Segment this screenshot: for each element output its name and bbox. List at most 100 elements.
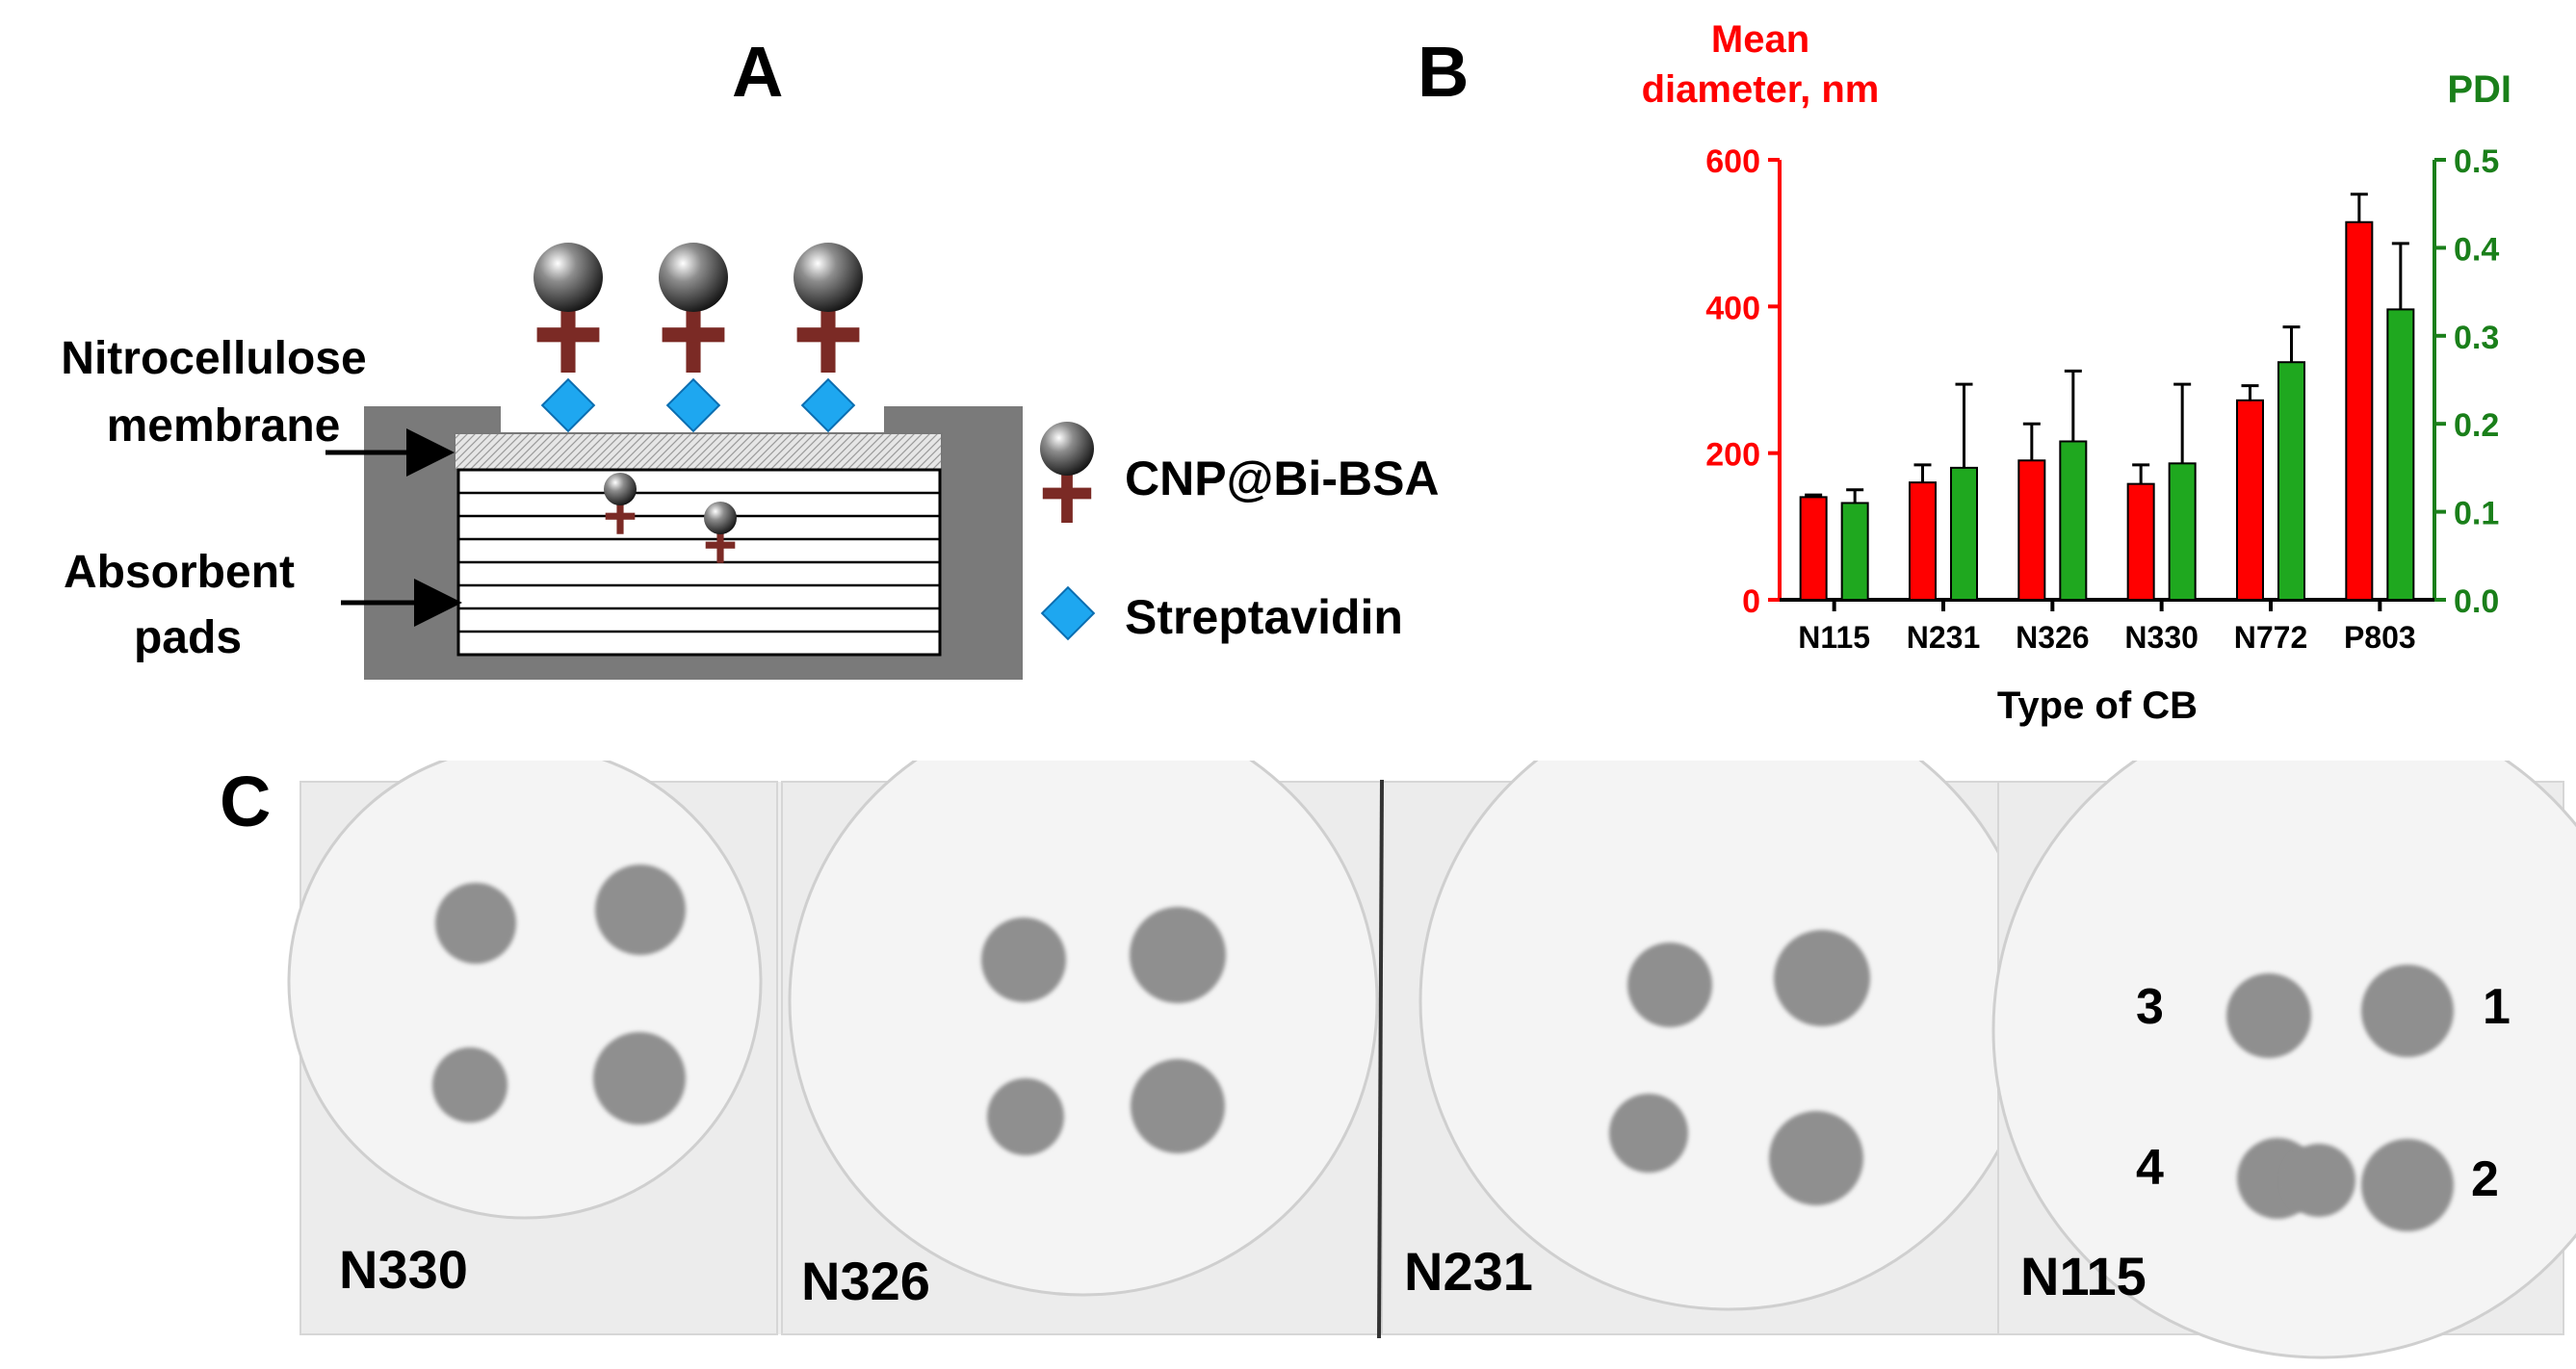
- dot-spot: [2361, 965, 2454, 1057]
- spot-number: 1: [2483, 979, 2511, 1035]
- sphere-icon: [659, 243, 728, 312]
- membrane-tile: N231: [1381, 761, 2039, 1335]
- dot-spot: [1774, 930, 1870, 1026]
- streptavidin-row: [540, 377, 856, 433]
- right-tick-label: 0.4: [2454, 231, 2499, 268]
- right-tick-label: 0.5: [2454, 143, 2499, 180]
- x-axis-title: Type of CB: [1997, 684, 2198, 727]
- left-tick-label: 400: [1705, 290, 1760, 326]
- bar-pdi: [2386, 308, 2415, 601]
- diamond-icon: [540, 377, 596, 433]
- membrane-tile: N326: [781, 761, 1383, 1335]
- conjugate-icon: [704, 502, 737, 563]
- dot-spot: [1130, 907, 1226, 1003]
- bar-mean-diameter: [2236, 399, 2264, 601]
- conjugate-icon: [1040, 422, 1094, 523]
- legend-streptavidin: Streptavidin: [1040, 585, 1403, 644]
- diamond-icon: [665, 377, 721, 433]
- left-tick-label: 600: [1705, 143, 1760, 180]
- bar-pdi: [2277, 361, 2305, 601]
- membrane-label: N326: [801, 1251, 930, 1311]
- membrane-label: N115: [2020, 1246, 2147, 1306]
- membrane-label: membrane: [107, 400, 341, 452]
- pads-label: pads: [134, 612, 242, 663]
- legend-cnp-label: CNP@Bi-BSA: [1125, 452, 1440, 505]
- sphere-icon: [604, 473, 637, 505]
- left-axis-title-line2: diameter, nm: [1642, 68, 1880, 111]
- conjugate-row: [533, 243, 863, 373]
- sphere-icon: [704, 502, 737, 534]
- category-label: N326: [2016, 620, 2090, 655]
- panel-a-letter: A: [732, 32, 784, 112]
- dot-spot: [595, 865, 686, 955]
- right-tick-label: 0.1: [2454, 496, 2499, 532]
- spot-number: 3: [2136, 979, 2164, 1035]
- sphere-icon: [1040, 422, 1094, 476]
- spot-number: 2: [2471, 1151, 2499, 1207]
- sphere-icon: [794, 243, 863, 312]
- cross-icon: [796, 327, 860, 343]
- panel-c-photo: N330 N326 N231 N115 3 1 4 2: [287, 761, 2576, 1359]
- category-label: N772: [2234, 620, 2308, 655]
- dot-spot: [2226, 973, 2311, 1058]
- diamond-icon: [800, 377, 856, 433]
- bar-mean-diameter: [1799, 496, 1828, 601]
- pad-lines: [458, 491, 940, 633]
- dot-spot: [987, 1078, 1064, 1155]
- right-tick-label: 0.0: [2454, 583, 2499, 620]
- left-tick-label: 200: [1705, 437, 1760, 474]
- membrane-label: N330: [339, 1239, 468, 1300]
- right-axis-title: PDI: [2447, 68, 2511, 111]
- panel-a-diagram: Nitrocellulose membrane Absorbent pads C…: [61, 243, 1440, 680]
- legend-cnp: CNP@Bi-BSA: [1040, 422, 1440, 523]
- bar-pdi: [1840, 502, 1869, 602]
- right-tick-label: 0.2: [2454, 407, 2499, 444]
- dot-spot: [1609, 1094, 1688, 1173]
- conjugate-icon: [794, 243, 863, 373]
- legend-streptavidin-label: Streptavidin: [1125, 590, 1403, 644]
- bar-mean-diameter: [2345, 220, 2374, 601]
- nitrocellulose-label: Nitrocellulose: [61, 333, 366, 384]
- membrane-disc: [788, 761, 1379, 1297]
- panel-b-letter: B: [1418, 32, 1470, 112]
- right-tick-label: 0.3: [2454, 320, 2499, 356]
- left-axis-title-line1: Mean: [1711, 18, 1809, 61]
- nitrocellulose-layer: [454, 432, 943, 471]
- absorbent-label: Absorbent: [64, 547, 295, 598]
- bar-pdi: [2059, 440, 2088, 602]
- diamond-icon: [1040, 585, 1096, 641]
- membrane-label: N231: [1404, 1241, 1533, 1302]
- cross-icon: [1042, 487, 1092, 500]
- dot-spot: [1769, 1111, 1863, 1205]
- dot-spot: [2361, 1139, 2454, 1231]
- tile-divider: [1377, 779, 1384, 1339]
- membrane-disc: [287, 761, 763, 1220]
- conjugate-icon: [533, 243, 603, 373]
- bar-pdi: [1950, 466, 1978, 601]
- cross-icon: [536, 327, 600, 343]
- membrane-tile: N330: [287, 761, 778, 1335]
- category-label: P803: [2344, 620, 2416, 655]
- sphere-icon: [533, 243, 603, 312]
- bar-mean-diameter: [2017, 459, 2046, 601]
- panel-c-letter: C: [220, 762, 272, 841]
- cross-icon: [662, 327, 725, 343]
- membrane-tile: N115: [1991, 761, 2576, 1359]
- dot-spot: [1131, 1059, 1225, 1153]
- cross-icon: [705, 541, 736, 549]
- dot-spot: [435, 883, 516, 964]
- bar-mean-diameter: [2126, 482, 2155, 602]
- bar-mean-diameter: [1909, 481, 1937, 601]
- category-label: N231: [1907, 620, 1981, 655]
- dot-spot: [2282, 1144, 2355, 1217]
- category-label: N115: [1798, 620, 1870, 655]
- panel-b-chart: Mean diameter, nm PDI 02004006000.00.10.…: [1642, 18, 2511, 727]
- category-label: N330: [2124, 620, 2199, 655]
- spot-number: 4: [2136, 1140, 2164, 1196]
- dot-spot: [981, 917, 1066, 1002]
- conjugate-icon: [604, 473, 637, 534]
- dot-spot: [1627, 943, 1712, 1027]
- bar-pdi: [2168, 462, 2197, 601]
- conjugates-in-pad: [604, 473, 737, 563]
- cross-icon: [605, 512, 636, 520]
